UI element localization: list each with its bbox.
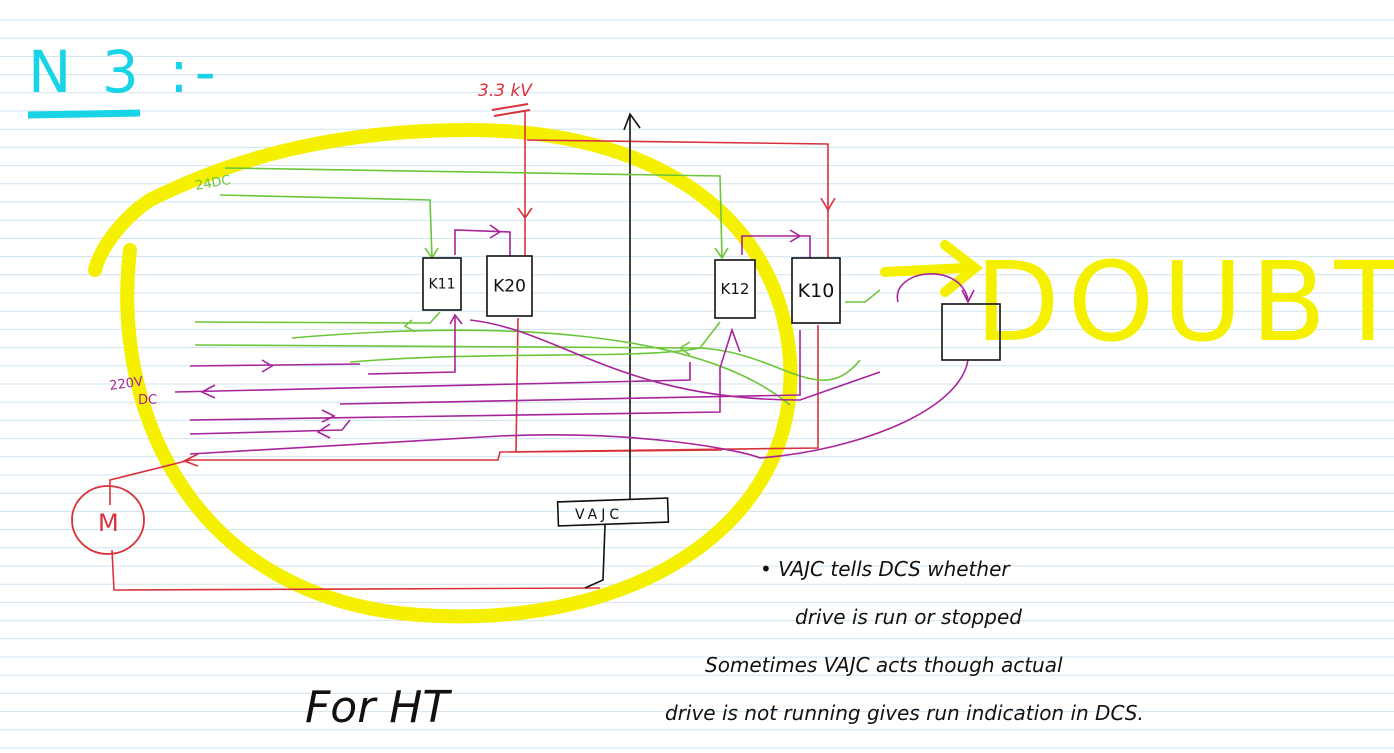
motor-circle [71, 485, 145, 555]
unknown-box [941, 303, 1001, 361]
note-line-2: drive is run or stopped [795, 605, 1022, 629]
note-line-3: Sometimes VAJC acts though actual [705, 653, 1063, 677]
relay-k11-box [422, 257, 462, 311]
relay-boxes: K11 K20 K12 K10 [422, 255, 841, 324]
label-220v: 220V [108, 374, 144, 394]
relay-k12-label: K12 [721, 280, 750, 298]
red-wires [109, 110, 836, 591]
motor-label: M [98, 509, 119, 537]
doubt-label: DOUBT [975, 238, 1394, 366]
relay-k20-label: K20 [493, 277, 526, 297]
label-33kv: 3.3 kV [478, 81, 533, 101]
vajc-box [556, 497, 670, 527]
relay-k12-box [714, 259, 756, 319]
doubt-arrow [880, 240, 984, 297]
page-title: N 3 :- [28, 38, 222, 106]
magenta-wires [174, 224, 969, 459]
green-wires [194, 167, 881, 406]
ruled-lines [0, 19, 1394, 749]
note-line-1: • VAJC tells DCS whether [760, 557, 1011, 581]
note-line-4: drive is not running gives run indicatio… [665, 701, 1144, 725]
relay-k10-label: K10 [798, 280, 835, 302]
relay-k20-box [486, 255, 533, 317]
relay-k11-label: K11 [429, 277, 456, 293]
supply-33kv-marks [491, 103, 531, 117]
notes-block: • VAJC tells DCS whether drive is run or… [665, 557, 1144, 725]
label-dc: DC [138, 393, 157, 408]
label-24dc: 24DC [194, 173, 232, 194]
highlight-ellipse [88, 122, 798, 624]
ink-lines [584, 112, 641, 589]
for-ht-label: For HT [305, 682, 452, 733]
vajc-label: VAJC [575, 507, 623, 523]
relay-k10-box [791, 257, 841, 324]
doubt-feed [896, 273, 975, 304]
title-underline [27, 109, 141, 119]
